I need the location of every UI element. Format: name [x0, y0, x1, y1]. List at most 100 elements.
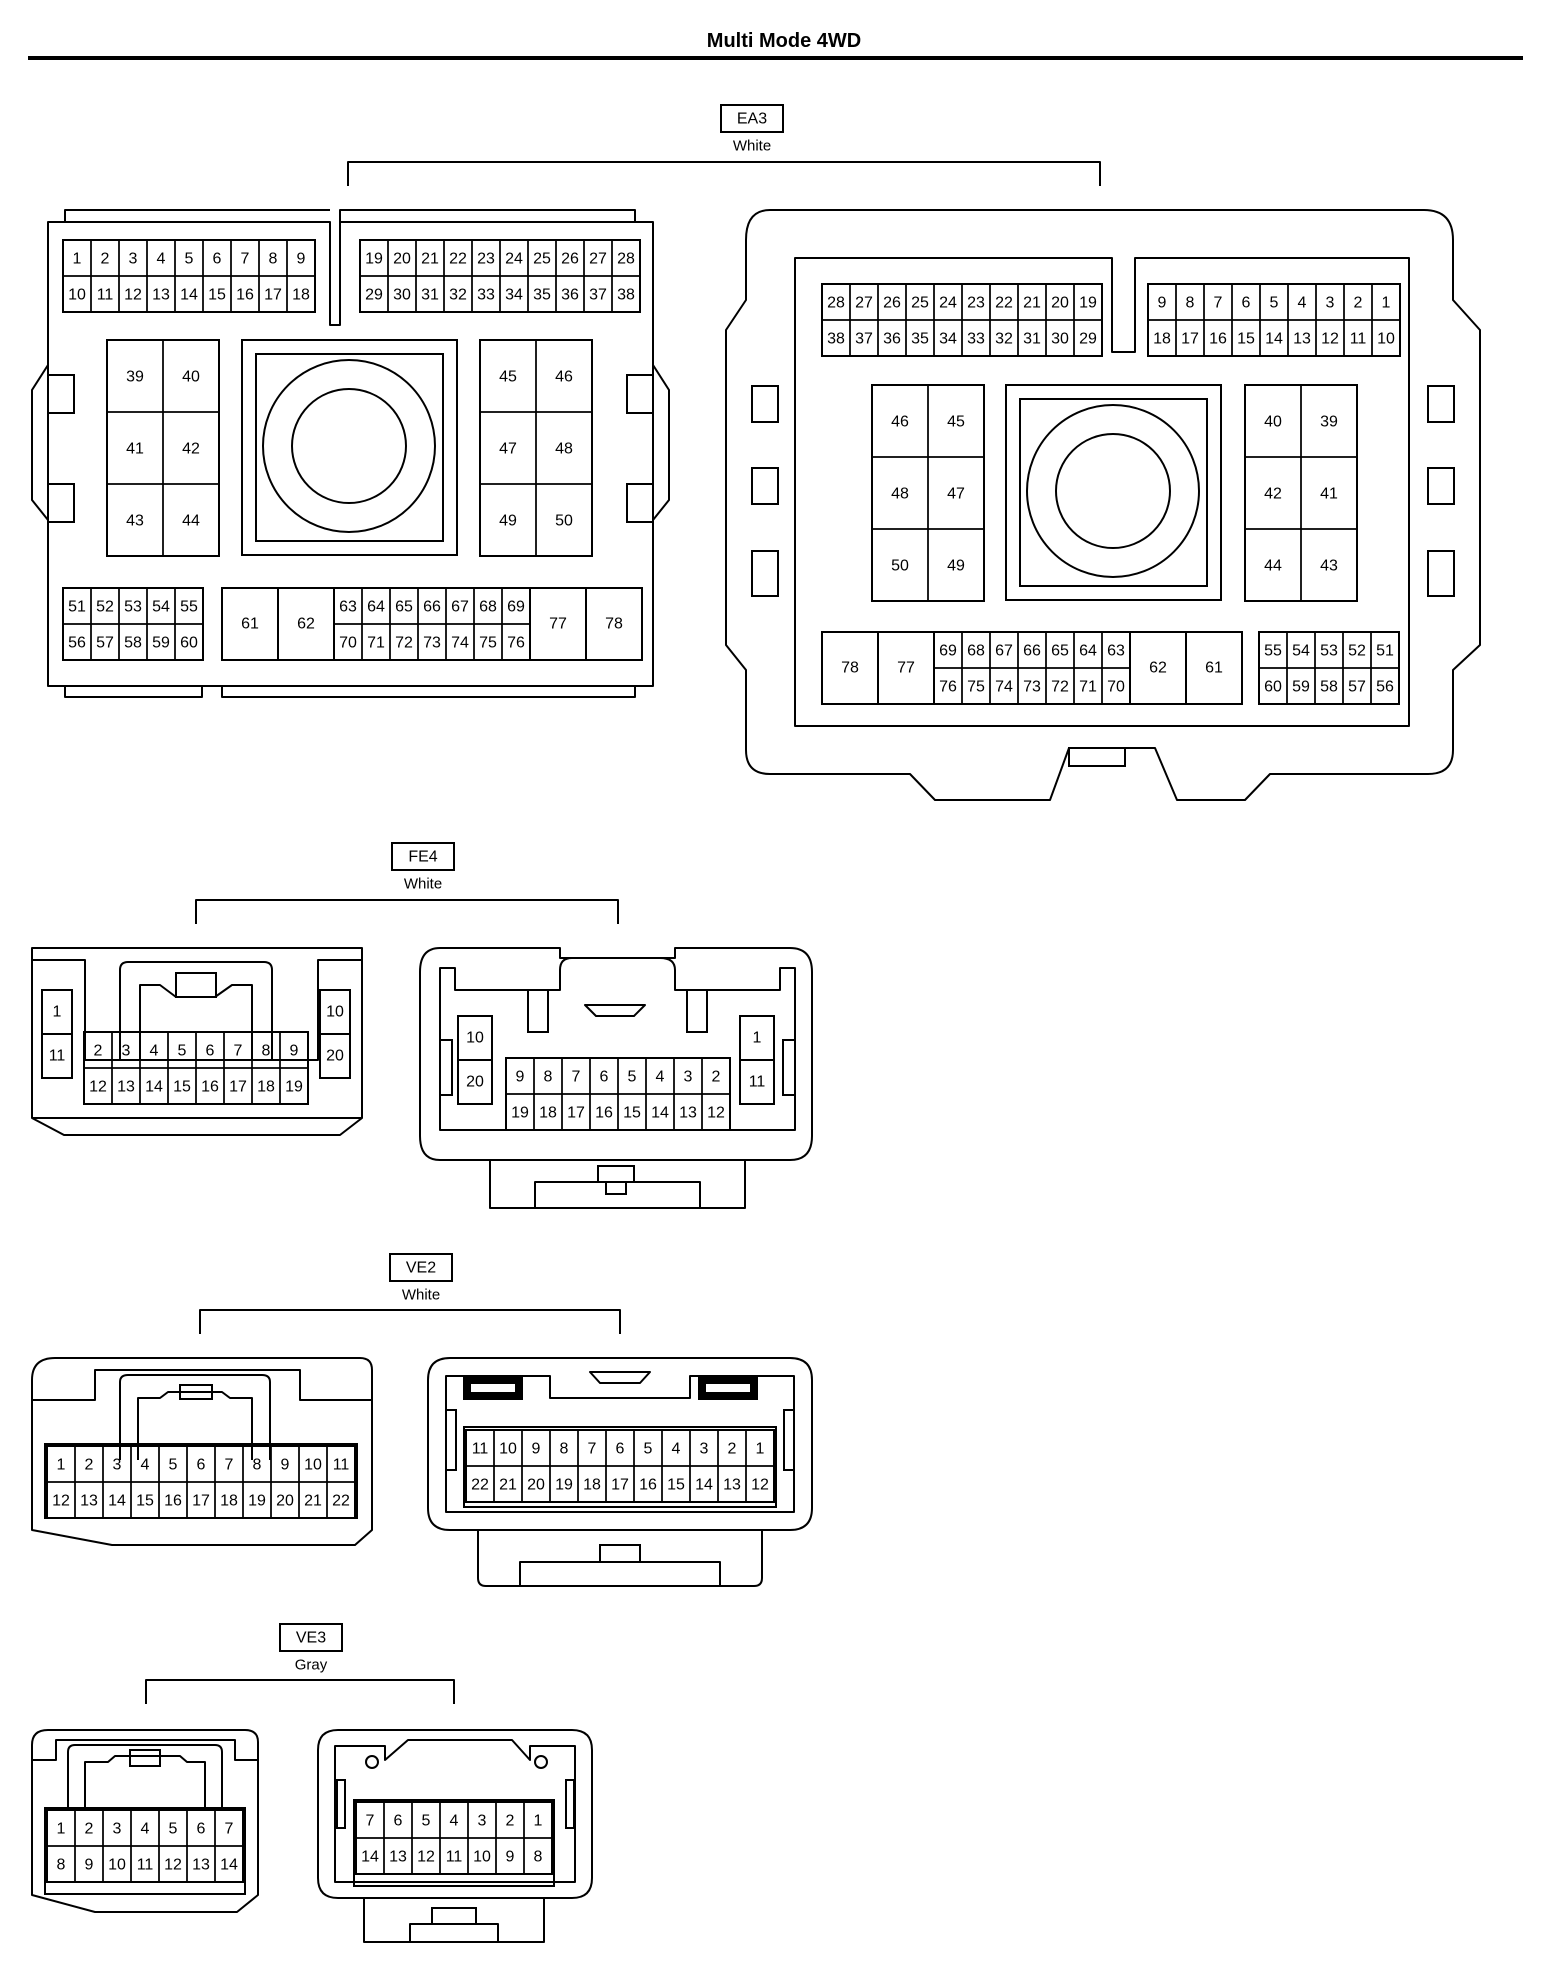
pin-label: 6: [1242, 295, 1251, 312]
pin-label: 4: [1298, 295, 1307, 312]
ea3-right-pins-45-50: [871, 384, 985, 602]
pin-label: 8: [57, 1857, 66, 1874]
pin-label: 13: [1293, 331, 1311, 348]
fe4-left-latch: [119, 961, 273, 1060]
ve3-code: VE3: [296, 1630, 326, 1647]
pin-label: 51: [1376, 643, 1394, 660]
pin-label: 23: [477, 251, 495, 268]
outline: [599, 1544, 641, 1563]
pin-label: 9: [516, 1069, 525, 1086]
pin-label: 5: [169, 1821, 178, 1838]
pin-label: 70: [1107, 679, 1125, 696]
ea3-left-lip: [221, 686, 636, 698]
pin-label: 43: [126, 513, 144, 530]
pin-label: 28: [827, 295, 845, 312]
ea3-left-tab: [626, 483, 654, 523]
pin-label: 48: [891, 486, 909, 503]
ea3-right-center-housing: [1005, 384, 1222, 601]
pin-label: 3: [122, 1043, 131, 1060]
pin-label: 14: [145, 1079, 163, 1096]
pin-label: 72: [1051, 679, 1069, 696]
pin-label: 15: [208, 287, 226, 304]
fe4-bracket: [195, 899, 619, 924]
pin-label: 10: [304, 1457, 322, 1474]
pin-label: 7: [225, 1821, 234, 1838]
fe4-right-pins: [505, 1057, 731, 1131]
pin-label: 3: [478, 1813, 487, 1830]
fe4-right-lock: [489, 1160, 746, 1209]
pin-label: 11: [137, 1857, 154, 1874]
ea3-right-key: [1068, 747, 1126, 767]
fe4-right-frame: [439, 957, 796, 1131]
pin-label: 7: [572, 1069, 581, 1086]
pin-cell: [585, 587, 643, 661]
ea3-right-center-hole: [1055, 433, 1171, 549]
pin-label: 69: [507, 599, 525, 616]
pin-label: 66: [1023, 643, 1041, 660]
pin-label: 24: [939, 295, 957, 312]
ve3-code-box: [279, 1623, 343, 1652]
pin-label: 30: [1051, 331, 1069, 348]
pin-label: 1: [1382, 295, 1391, 312]
pin-label: 41: [126, 441, 144, 458]
pin-label: 12: [707, 1105, 725, 1122]
pin-label: 56: [68, 635, 86, 652]
pin-label: 16: [639, 1477, 657, 1494]
ve3-left-latch: [67, 1744, 223, 1808]
pin-label: 15: [173, 1079, 191, 1096]
pin-label: 62: [297, 616, 315, 633]
pin-label: 18: [257, 1079, 275, 1096]
outline: [519, 1561, 721, 1586]
pin-label: 2: [712, 1069, 721, 1086]
pin-label: 6: [600, 1069, 609, 1086]
pin-label: 3: [129, 251, 138, 268]
pin-label: 18: [583, 1477, 601, 1494]
pin-label: 2: [85, 1457, 94, 1474]
pin-label: 16: [1209, 331, 1227, 348]
pin-label: 65: [1051, 643, 1069, 660]
pin-label: 11: [49, 1048, 66, 1065]
outline: [597, 1165, 635, 1183]
pin-label: 1: [73, 251, 82, 268]
pin-label: 11: [446, 1849, 463, 1866]
pin-label: 6: [213, 251, 222, 268]
ea3-left-center-housing: [241, 339, 458, 556]
pin-label: 58: [124, 635, 142, 652]
pin-label: 71: [1079, 679, 1097, 696]
ve3-left-latch-inner: [84, 1755, 206, 1808]
pin-label: 16: [201, 1079, 219, 1096]
pin-label: 59: [152, 635, 170, 652]
pin-label: 34: [939, 331, 957, 348]
pin-label: 67: [451, 599, 469, 616]
pin-label: 68: [967, 643, 985, 660]
pin-label: 17: [229, 1079, 247, 1096]
pin-label: 6: [197, 1457, 206, 1474]
pin-label: 70: [339, 635, 357, 652]
fe4-right-rail: [439, 1039, 453, 1096]
pin-label: 46: [891, 414, 909, 431]
pin-label: 25: [911, 295, 929, 312]
pin-label: 10: [68, 287, 86, 304]
pin-label: 16: [236, 287, 254, 304]
pin-label: 8: [253, 1457, 262, 1474]
pin-label: 7: [234, 1043, 243, 1060]
pin-label: 17: [567, 1105, 585, 1122]
pin-label: 49: [499, 513, 517, 530]
pin-label: 16: [595, 1105, 613, 1122]
pin-label: 53: [1320, 643, 1338, 660]
ve3-right-housing: [317, 1729, 593, 1899]
pin-label: 3: [113, 1457, 122, 1474]
pin-label: 15: [136, 1493, 154, 1510]
pin-label: 76: [507, 635, 525, 652]
pin-label: 21: [421, 251, 439, 268]
pin-label: 36: [883, 331, 901, 348]
ve3-right-pins: [355, 1801, 553, 1875]
pin-label: 44: [1264, 558, 1282, 575]
pin-label: 22: [995, 295, 1013, 312]
pin-label: 5: [178, 1043, 187, 1060]
pin-label: 9: [85, 1857, 94, 1874]
pin-label: 11: [749, 1074, 766, 1091]
pin-label: 56: [1376, 679, 1394, 696]
pin-cell: [739, 1059, 775, 1105]
pin-label: 4: [141, 1457, 150, 1474]
